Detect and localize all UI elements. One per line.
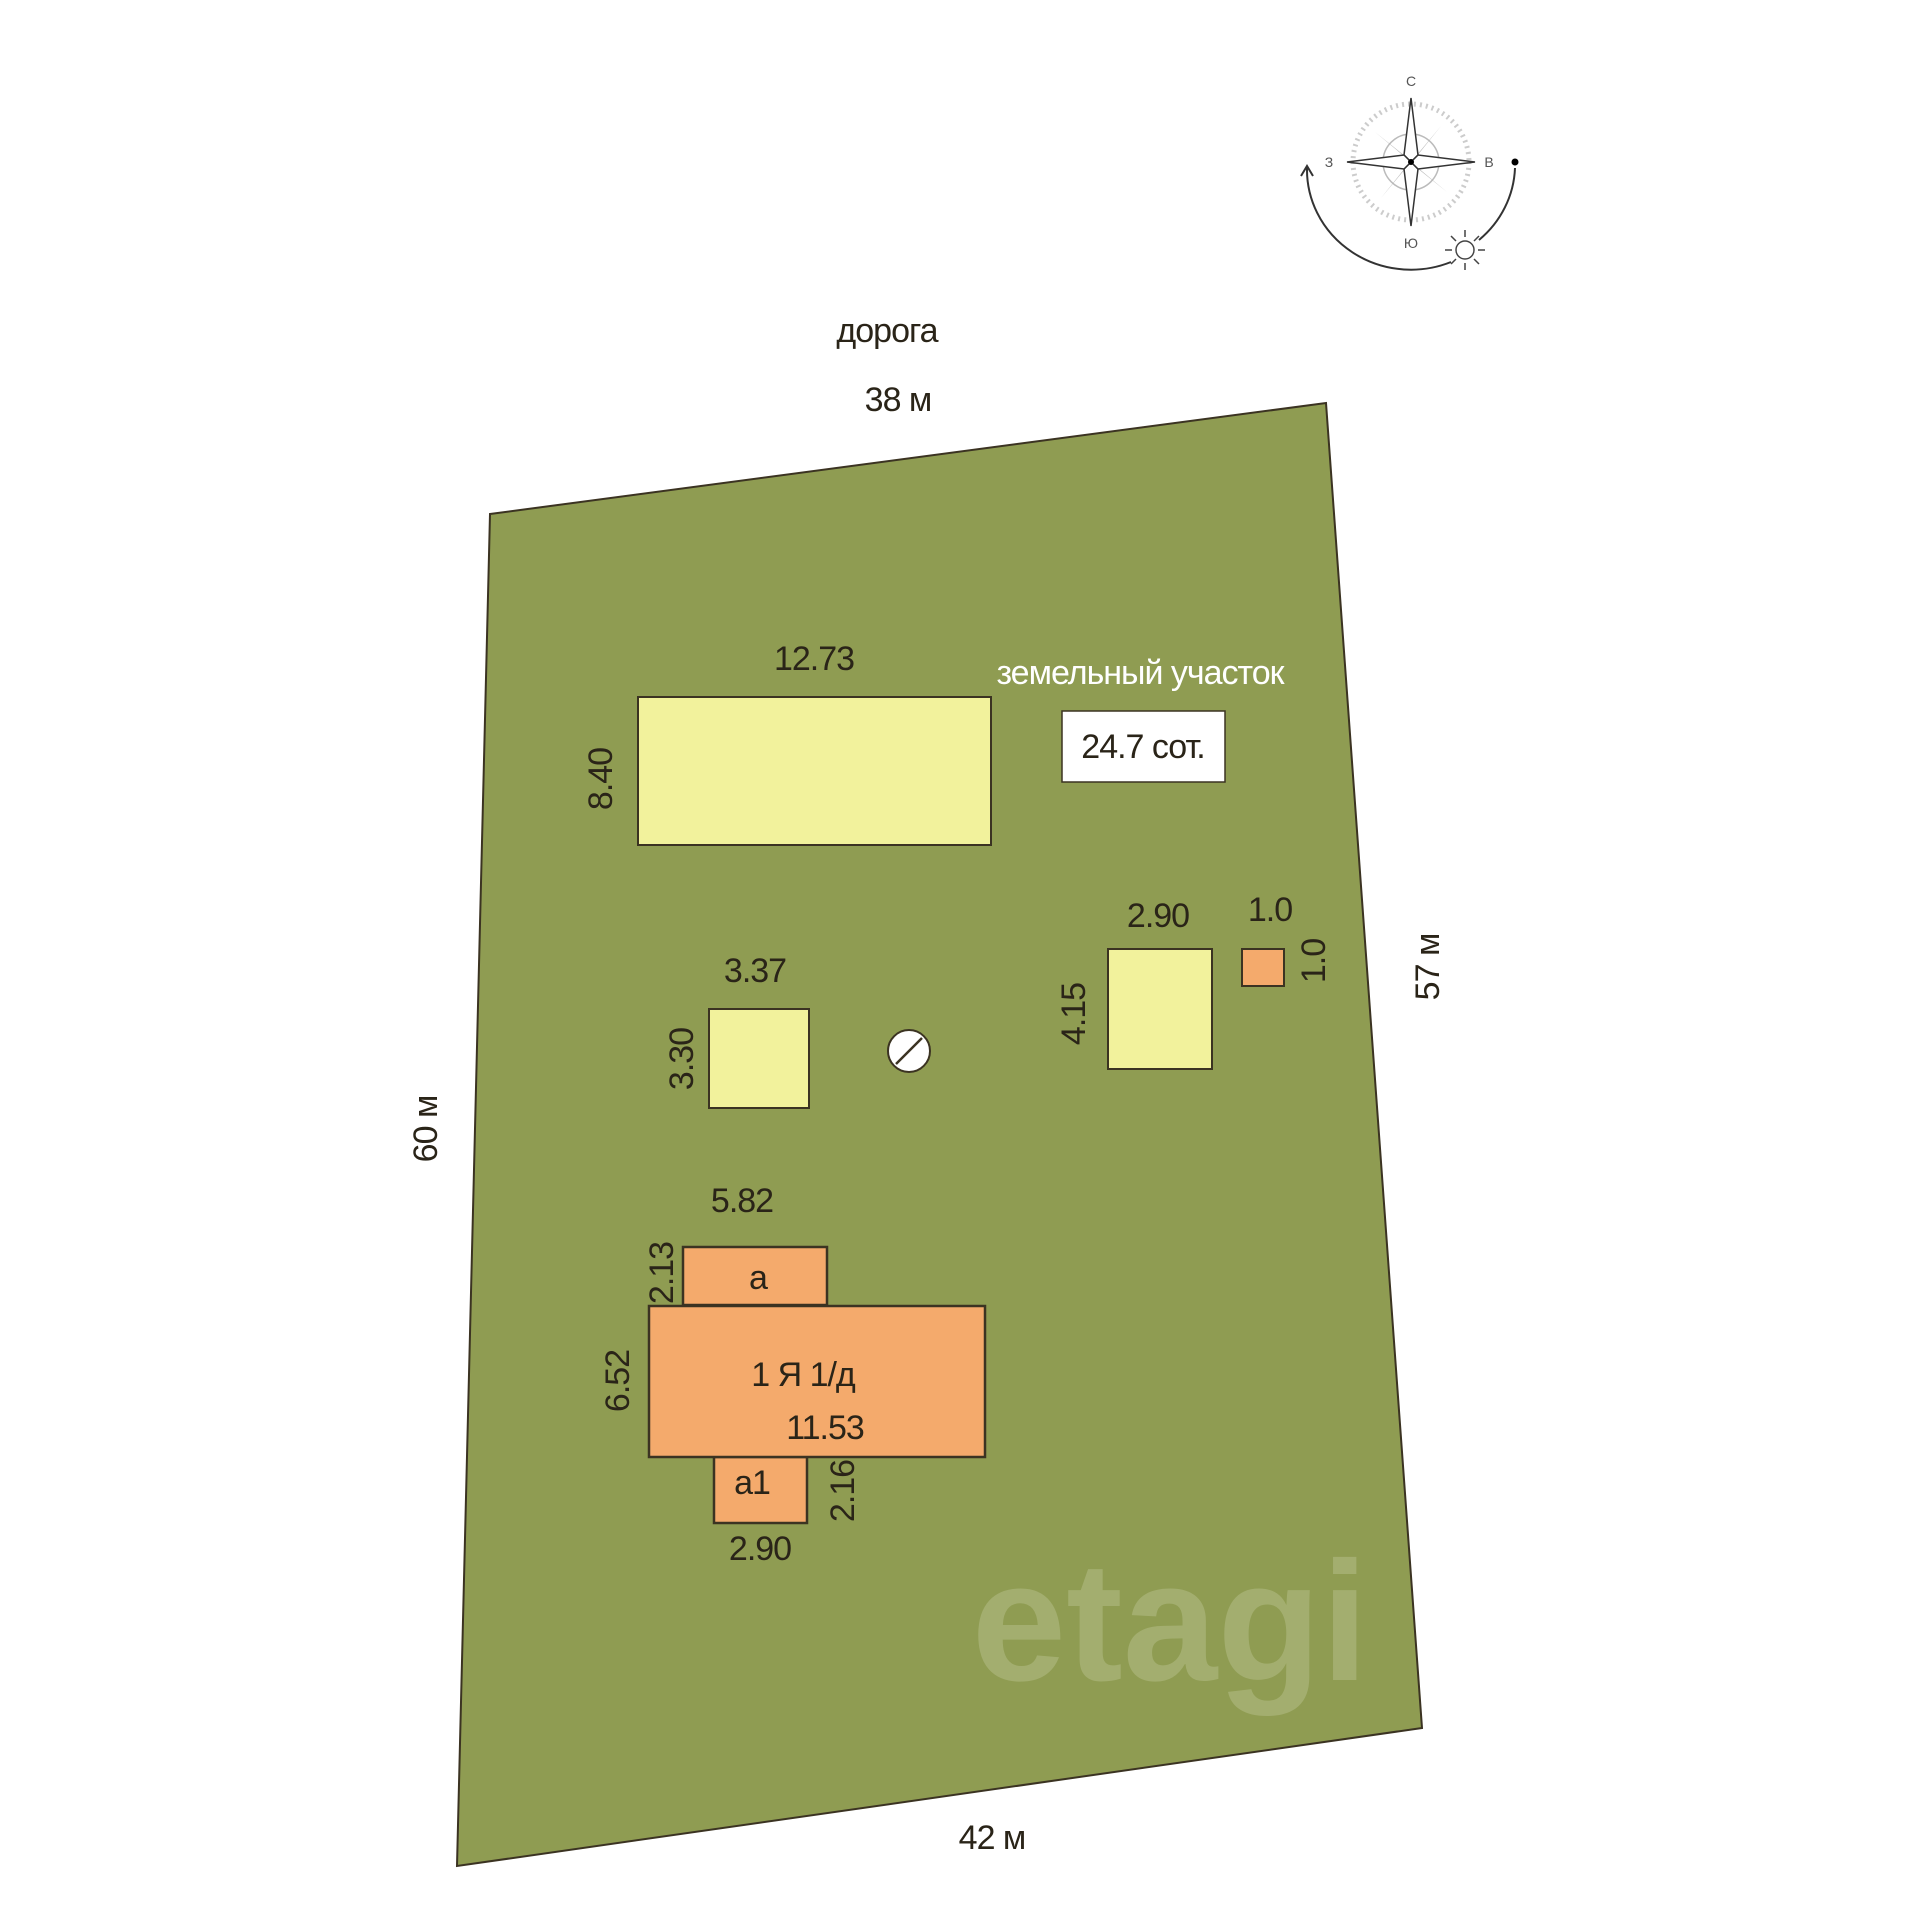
- house-label: 1 Я 1/д: [751, 1356, 856, 1394]
- compass-north: С: [1406, 73, 1416, 89]
- annex-a-label: а: [749, 1259, 768, 1297]
- dim-small-width: 3.37: [724, 952, 786, 990]
- compass-rose-icon: С Ю З В: [1300, 73, 1519, 271]
- dim-large-width: 12.73: [774, 640, 854, 678]
- boundary-left: 60 м: [407, 1096, 445, 1163]
- dim-house-width: 11.53: [786, 1409, 864, 1447]
- plot-area-box: [1061, 710, 1226, 783]
- watermark: etagi: [972, 1527, 1369, 1717]
- dim-annex-a1-height: 2.16: [824, 1460, 862, 1522]
- plot-area: 24.7 сот.: [1081, 728, 1204, 766]
- boundary-top: 38 м: [865, 381, 932, 419]
- annex-a1: [712, 1455, 809, 1525]
- building-small-yellow: [708, 1008, 810, 1109]
- dim-right-height: 4.15: [1055, 983, 1093, 1045]
- road-label: дорога: [836, 312, 938, 350]
- dim-right-width: 2.90: [1127, 897, 1189, 935]
- compass-east: В: [1484, 154, 1493, 170]
- dim-orange-height: 1.0: [1295, 939, 1333, 983]
- compass-west: З: [1325, 154, 1333, 170]
- sun-icon: [1445, 230, 1485, 270]
- house: [647, 1304, 987, 1459]
- dim-annex-a-height: 2.13: [643, 1242, 681, 1304]
- dim-large-height: 8.40: [582, 748, 620, 810]
- boundary-bottom: 42 м: [959, 1819, 1026, 1857]
- well-icon: [887, 1029, 931, 1073]
- dim-orange-width: 1.0: [1248, 891, 1292, 929]
- dim-house-height: 6.52: [599, 1350, 637, 1412]
- plot-title: земельный участок: [996, 654, 1285, 692]
- annex-a1-label: а1: [734, 1464, 770, 1502]
- building-small-orange: [1241, 948, 1285, 987]
- building-large-yellow: [637, 696, 992, 846]
- dim-annex-a1-width: 2.90: [729, 1530, 791, 1568]
- dim-small-height: 3.30: [663, 1028, 701, 1090]
- building-right-yellow: [1107, 948, 1213, 1070]
- boundary-right: 57 м: [1409, 934, 1447, 1001]
- dim-annex-a-width: 5.82: [711, 1182, 773, 1220]
- compass-south: Ю: [1404, 235, 1418, 251]
